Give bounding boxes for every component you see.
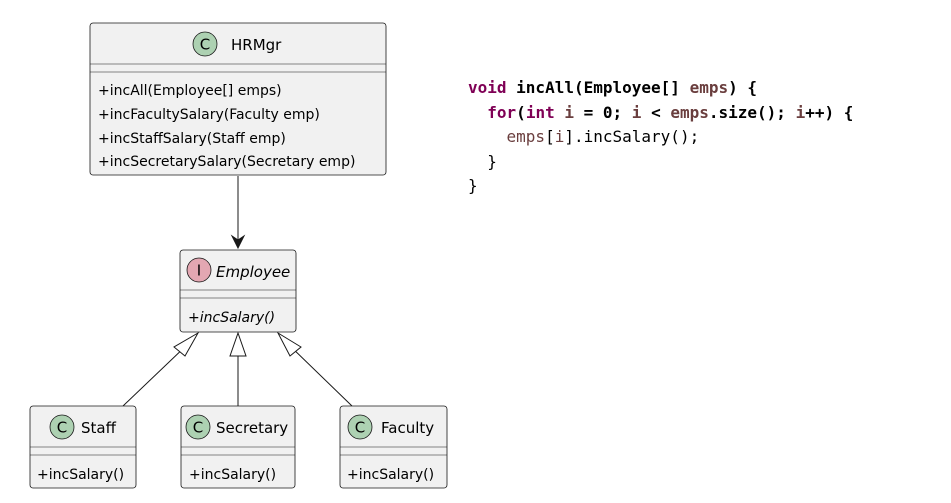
staff-generalization-arrow xyxy=(173,331,200,357)
employee-method-incsalary: +incSalary() xyxy=(188,310,275,326)
code-line-5: } xyxy=(468,176,478,195)
association-arrowhead xyxy=(230,234,246,250)
employee-interface: I Employee +incSalary() xyxy=(179,249,297,333)
keyword-void: void xyxy=(468,78,507,97)
hrmgr-method-incfacultysalary: +incFacultySalary(Faculty emp) xyxy=(98,107,320,123)
secretary-method-incsalary: +incSalary() xyxy=(189,467,276,483)
class-badge-icon xyxy=(49,414,75,440)
hrmgr-method-incstaffsalary: +incStaffSalary(Staff emp) xyxy=(98,131,286,147)
class-badge-icon xyxy=(192,31,218,57)
class-badge-letter: C xyxy=(200,36,210,54)
keyword-int: int xyxy=(525,102,555,122)
staff-class: C Staff +incSalary() xyxy=(29,405,137,489)
class-badge-letter: C xyxy=(193,419,203,437)
class-badge-icon xyxy=(347,414,373,440)
code-line-1: void incAll(Employee[] emps) { xyxy=(468,78,757,97)
faculty-class: C Faculty +incSalary() xyxy=(339,405,448,489)
hrmgr-class: C HRMgr +incAll(Employee[] emps) +incFac… xyxy=(89,22,387,176)
interface-badge-icon xyxy=(186,257,212,283)
class-badge-letter: C xyxy=(355,419,365,437)
faculty-generalization-edge xyxy=(286,342,353,407)
code-line-3: emps[i].incSalary(); xyxy=(506,127,700,146)
staff-method-incsalary: +incSalary() xyxy=(37,467,124,483)
interface-badge-letter: I xyxy=(197,262,201,280)
faculty-generalization-arrow xyxy=(276,331,302,357)
secretary-generalization-arrow xyxy=(229,331,247,357)
employee-interface-name: Employee xyxy=(216,263,290,281)
secretary-class: C Secretary +incSalary() xyxy=(180,405,296,489)
faculty-method-incsalary: +incSalary() xyxy=(347,467,434,483)
hrmgr-method-incall: +incAll(Employee[] emps) xyxy=(98,83,282,99)
keyword-for: for xyxy=(487,102,517,122)
class-badge-letter: C xyxy=(57,419,67,437)
staff-class-name: Staff xyxy=(81,419,117,437)
code-line-4: } xyxy=(468,151,497,171)
secretary-class-name: Secretary xyxy=(216,419,288,437)
hrmgr-class-name: HRMgr xyxy=(231,36,282,54)
faculty-class-name: Faculty xyxy=(381,419,434,437)
staff-generalization-edge xyxy=(122,342,190,407)
hrmgr-method-incsecretarysalary: +incSecretarySalary(Secretary emp) xyxy=(98,154,355,170)
code-line-2: for(int i = 0; i < emps.size(); i++) { xyxy=(487,102,854,122)
class-badge-icon xyxy=(185,414,211,440)
code-snippet: void incAll(Employee[] emps) { for(int i… xyxy=(468,76,853,199)
